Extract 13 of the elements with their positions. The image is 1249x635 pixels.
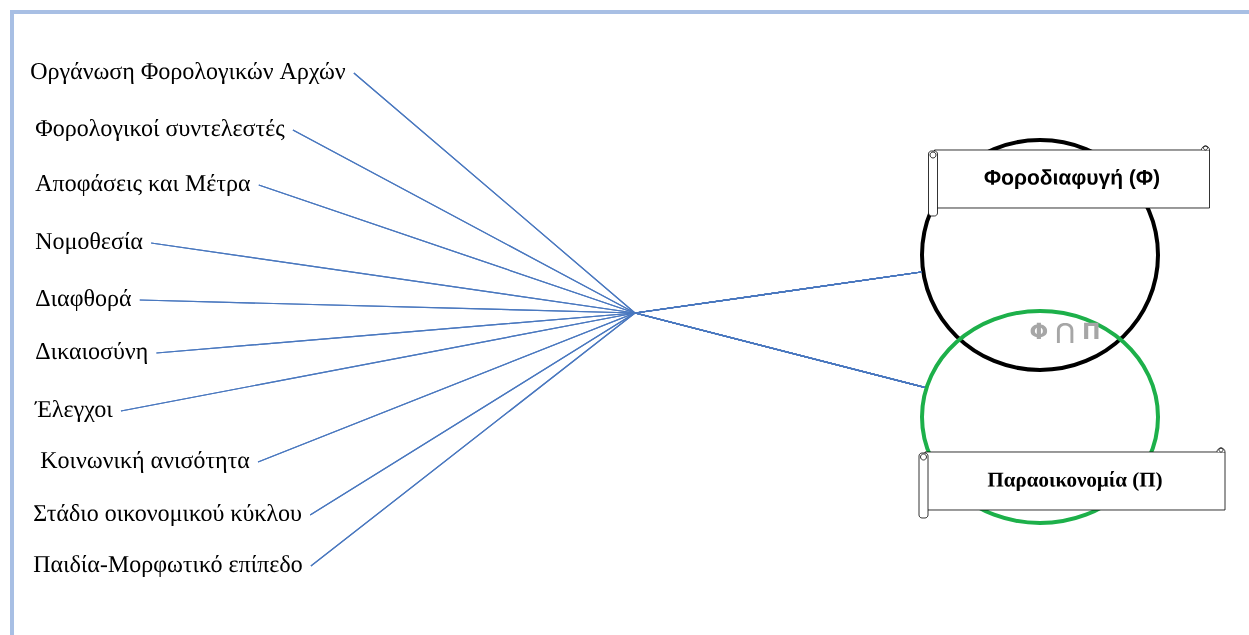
- factor-label: Έλεγχοι: [34, 400, 113, 422]
- factor-label: Παιδία-Μορφωτικό επίπεδο: [33, 555, 302, 577]
- factor-label: Δικαιοσύνη: [36, 342, 147, 364]
- factor-label: Αποφάσεις και Μέτρα: [35, 174, 251, 196]
- factor-label: Φορολογικοί συντελεστές: [35, 119, 285, 141]
- factor-label: Κοινωνική ανισότητα: [40, 451, 250, 473]
- factor-label: Στάδιο οικονομικού κύκλου: [34, 503, 301, 527]
- factor-label: Οργάνωση Φορολογικών Αρχών: [31, 62, 346, 84]
- intersection-label: Φ ⋂ Π: [1030, 322, 1099, 344]
- scroll-banner: Παραοικονομία (Π): [918, 447, 1226, 519]
- scroll-banner: Φοροδιαφυγή (Φ): [928, 145, 1210, 217]
- factor-label: Νομοθεσία: [35, 231, 143, 255]
- factor-label: Διαφθορά: [36, 289, 131, 311]
